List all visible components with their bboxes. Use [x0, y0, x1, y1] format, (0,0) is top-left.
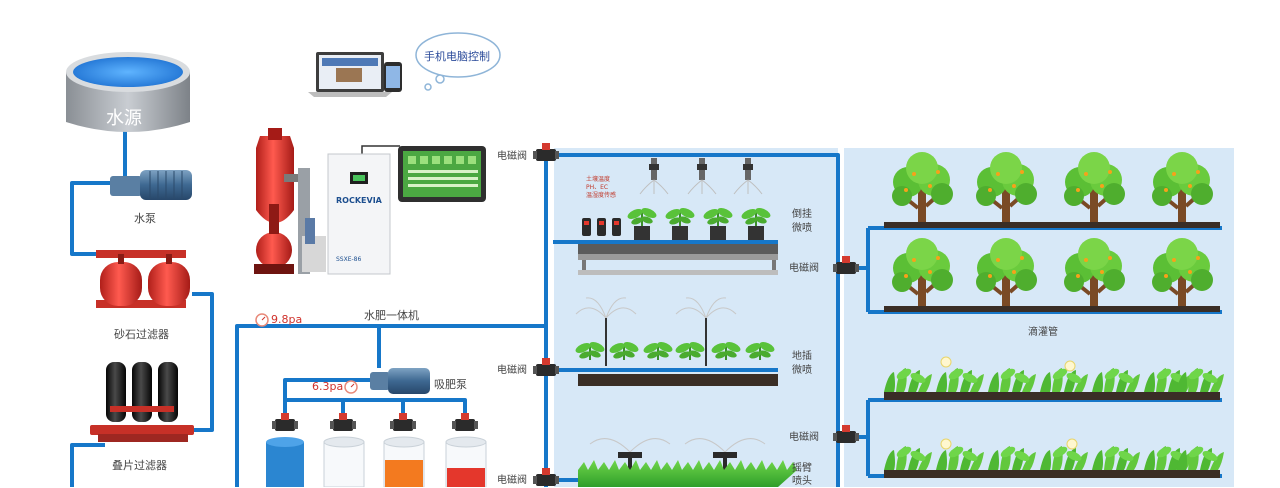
water-source-label: 水源 — [106, 108, 142, 129]
solenoid-valve-label: 电磁阀 — [497, 151, 527, 162]
pressure-gauge-icon — [255, 313, 269, 327]
fertilizer-tank-clear — [323, 436, 365, 487]
hanging-spray-label-line1: 倒挂 — [792, 209, 812, 220]
phone-pc-control-label: 手机电脑控制 — [424, 50, 490, 63]
soil-strip — [884, 222, 1220, 228]
fertilizer-tank-orange — [383, 436, 425, 487]
vegetable-row-1 — [884, 356, 1224, 392]
brand-label: ROCKEVIA — [336, 196, 382, 205]
sensor-devices — [582, 218, 621, 236]
solenoid-valve-label: 电磁阀 — [497, 365, 527, 376]
suction-pump-label: 吸肥泵 — [434, 378, 467, 391]
soil-strip — [578, 374, 778, 386]
rocker-label-line2: 喷头 — [792, 476, 812, 487]
vegetable-row-2 — [884, 438, 1224, 470]
solenoid-valve-label: 电磁阀 — [789, 432, 819, 443]
solenoid-valve-icon — [533, 143, 559, 161]
soil-strip — [884, 392, 1220, 400]
ground-sprayers — [575, 297, 737, 366]
centrifugal-separator — [254, 128, 306, 274]
fertilizer-tank-valves — [272, 413, 478, 431]
hanging-spray-label-line2: 微喷 — [792, 223, 812, 234]
fertigation-cabinet — [298, 153, 391, 275]
pressure-main-label: 9.8pa — [271, 313, 303, 326]
water-pump — [110, 170, 192, 200]
touch-screen-controller — [398, 146, 486, 202]
sensor-label-line3: 温湿度传感 — [586, 192, 617, 199]
rocker-sprinklers — [589, 438, 766, 480]
disc-filter — [90, 362, 194, 442]
solenoid-valve-label: 电磁阀 — [497, 475, 527, 486]
soil-strip — [884, 470, 1220, 478]
suction-pump — [370, 368, 430, 394]
soil-strip — [884, 306, 1220, 312]
zone-field — [844, 148, 1234, 487]
model-label: SSXE-86 — [336, 256, 362, 263]
sand-filter — [96, 250, 190, 308]
fertigation-machine-label: 水肥一体机 — [364, 309, 419, 322]
thought-cloud — [415, 32, 501, 91]
ground-spray-label-line1: 地插 — [792, 351, 812, 362]
sand-filter-label: 砂石过滤器 — [114, 328, 169, 341]
drip-pipe-label: 滴灌管 — [1028, 327, 1058, 338]
solenoid-valve-label: 电磁阀 — [789, 263, 819, 274]
sensor-label-line1: 土壤温度 — [586, 176, 611, 183]
fertilizer-tank-red — [445, 436, 487, 487]
potted-seedlings — [626, 205, 772, 240]
ground-spray-label-line2: 微喷 — [792, 365, 812, 376]
grass-row — [578, 460, 797, 487]
laptop-phone-device — [308, 52, 402, 97]
seedbed-bench — [578, 244, 778, 275]
sensor-label-line2: PH、EC — [586, 184, 609, 191]
zone-greenhouse — [554, 148, 838, 487]
water-source-tank — [66, 52, 190, 132]
disc-filter-label: 叠片过滤器 — [112, 459, 167, 472]
pressure-gauge-icon — [344, 380, 358, 394]
pressure-sub-label: 6.3pa — [312, 380, 344, 393]
fertilizer-tank-blue — [266, 437, 304, 487]
rocker-label-line1: 摇臂 — [792, 463, 812, 474]
water-pump-label: 水泵 — [134, 212, 156, 225]
